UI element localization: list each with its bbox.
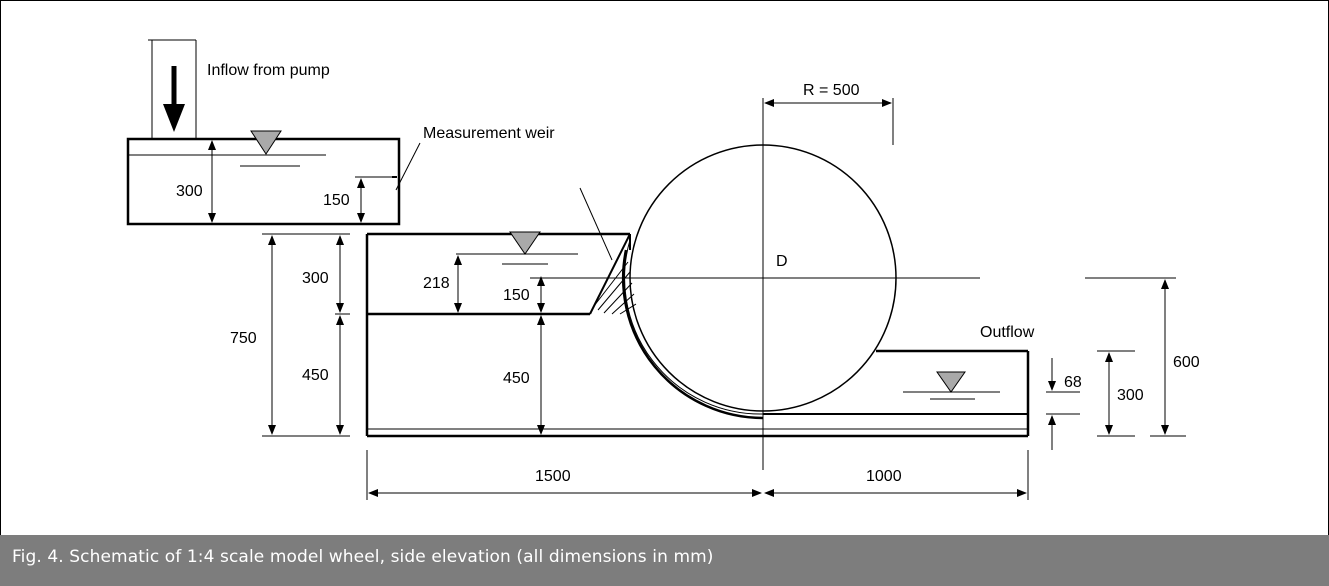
outflow-label: Outflow bbox=[980, 324, 1035, 341]
head-tank bbox=[126, 137, 401, 226]
tank-depth-label: 300 bbox=[176, 183, 203, 200]
total-height-label: 750 bbox=[230, 330, 257, 347]
water-depth-label: 218 bbox=[423, 275, 450, 292]
weir-label: Measurement weir bbox=[423, 125, 555, 142]
sill-height-label: 150 bbox=[503, 287, 530, 304]
inflow-arrow-icon bbox=[163, 66, 185, 132]
inflow-label: Inflow from pump bbox=[207, 62, 330, 79]
weir-height-label: 150 bbox=[323, 192, 350, 209]
figure-caption-bar: Fig. 4. Schematic of 1:4 scale model whe… bbox=[0, 535, 1329, 586]
drop-label: 68 bbox=[1064, 374, 1082, 391]
tail-height-label: 300 bbox=[1117, 387, 1144, 404]
upstream-length-label: 1500 bbox=[535, 468, 571, 485]
upstream-channel bbox=[365, 232, 1028, 438]
wheel-schematic: Inflow from pump 300 150 Measurement wei… bbox=[126, 39, 1200, 500]
radius-label: R = 500 bbox=[803, 82, 860, 99]
tail-water-level-icon bbox=[936, 371, 966, 393]
channel-height-label: 450 bbox=[503, 370, 530, 387]
axle-height-label: 600 bbox=[1173, 354, 1200, 371]
upper-height-label: 300 bbox=[302, 270, 329, 287]
wheel-shroud bbox=[621, 249, 764, 420]
tank-water-level-icon bbox=[250, 130, 282, 155]
inflow-pipe bbox=[148, 39, 197, 138]
tailrace-channel bbox=[763, 349, 1030, 436]
downstream-length-label: 1000 bbox=[866, 468, 902, 485]
lower-height-label: 450 bbox=[302, 367, 329, 384]
figure-caption: Fig. 4. Schematic of 1:4 scale model whe… bbox=[12, 547, 714, 567]
wheel-center-label: D bbox=[776, 253, 788, 270]
upstream-water-level-icon bbox=[509, 231, 541, 255]
